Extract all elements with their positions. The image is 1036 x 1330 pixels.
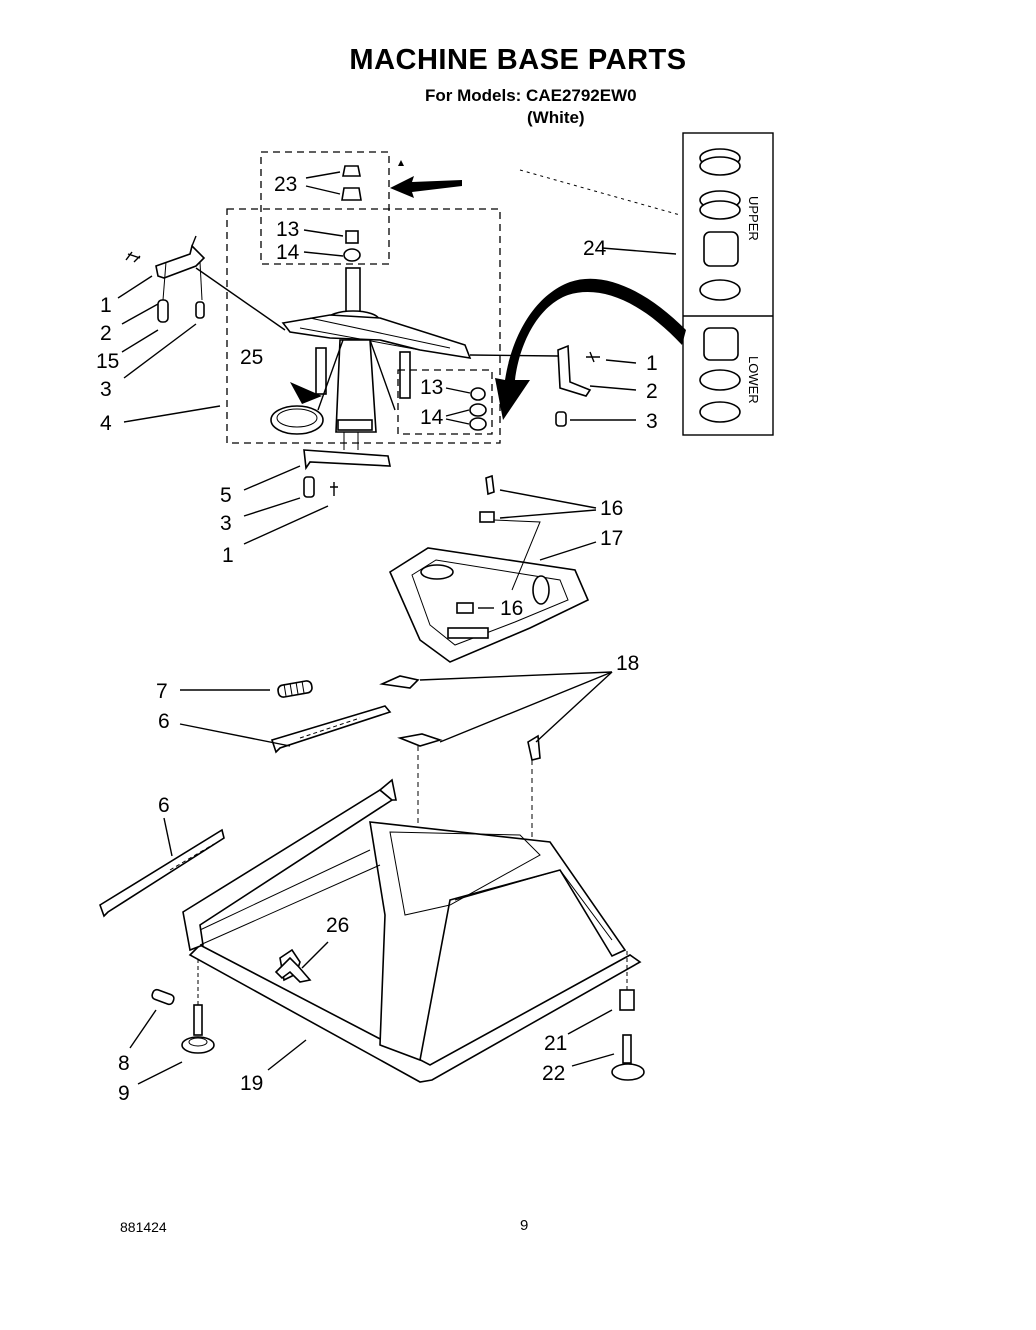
part-21-22-right-foot <box>611 950 645 1081</box>
callout-6-lower: 6 <box>158 794 170 817</box>
callout-21: 21 <box>544 1032 567 1055</box>
part-13-top <box>345 230 359 244</box>
callout-24: 24 <box>583 237 607 260</box>
page-number: 9 <box>520 1217 529 1234</box>
callout-1-left: 1 <box>100 294 112 317</box>
lower-nut-group <box>397 278 686 435</box>
models-line: For Models: CAE2792EW0 <box>425 86 637 105</box>
callout-2-right: 2 <box>646 380 658 403</box>
callout-9: 9 <box>118 1082 130 1105</box>
kit-upper-label: UPPER <box>746 196 761 241</box>
callout-8: 8 <box>118 1052 130 1075</box>
part-7-spring <box>277 680 313 698</box>
callout-16-lower: 16 <box>500 597 523 620</box>
callout-1-lower: 1 <box>222 544 234 567</box>
callout-22: 22 <box>542 1062 565 1085</box>
part-14-top <box>343 248 361 262</box>
callout-26: 26 <box>326 914 349 937</box>
part-19-base-frame <box>182 778 642 1083</box>
callout-7: 7 <box>156 680 168 703</box>
callout-3-left: 3 <box>100 378 112 401</box>
assembly-4-box <box>226 208 501 444</box>
color-variant: (White) <box>527 108 585 127</box>
callout-25: 25 <box>240 346 263 369</box>
callout-2-left: 2 <box>100 322 112 345</box>
part-6-rails <box>99 705 392 918</box>
callout-14-lower: 14 <box>420 406 444 429</box>
callout-4: 4 <box>100 412 112 435</box>
callout-19: 19 <box>240 1072 263 1095</box>
part-18-clips <box>379 675 541 920</box>
part-8-9-leveling-foot <box>151 960 215 1054</box>
callout-labels: 23 13 14 24 1 2 15 3 4 25 13 14 1 2 3 5 … <box>96 173 658 1105</box>
callout-16-top: 16 <box>600 497 623 520</box>
callout-5: 5 <box>220 484 232 507</box>
callout-6-upper: 6 <box>158 710 170 733</box>
callout-15: 15 <box>96 350 119 373</box>
callout-3-right: 3 <box>646 410 658 433</box>
right-bracket-hardware <box>469 344 600 427</box>
part-25-ring <box>270 382 324 435</box>
lower-shaft-bracket <box>303 432 391 498</box>
callout-13-top: 13 <box>276 218 299 241</box>
part-26-clip <box>274 956 312 983</box>
drive-shaft-spider <box>281 267 472 433</box>
part-24-bearing-kit: UPPER LOWER <box>519 132 774 436</box>
callout-14-top: 14 <box>276 241 300 264</box>
callout-23: 23 <box>274 173 297 196</box>
callout-1-right: 1 <box>646 352 658 375</box>
callout-18: 18 <box>616 652 639 675</box>
document-number: 881424 <box>120 1219 167 1235</box>
part-23-upper <box>341 165 362 201</box>
kit-lower-label: LOWER <box>746 356 761 404</box>
page-title: MACHINE BASE PARTS <box>349 44 687 76</box>
callout-3-lower: 3 <box>220 512 232 535</box>
part-17-support-frame <box>388 474 590 663</box>
left-bracket-hardware <box>125 235 286 331</box>
top-nut-group <box>260 151 462 265</box>
callout-17: 17 <box>600 527 623 550</box>
leader-lines <box>117 247 677 1085</box>
callout-13-lower: 13 <box>420 376 443 399</box>
